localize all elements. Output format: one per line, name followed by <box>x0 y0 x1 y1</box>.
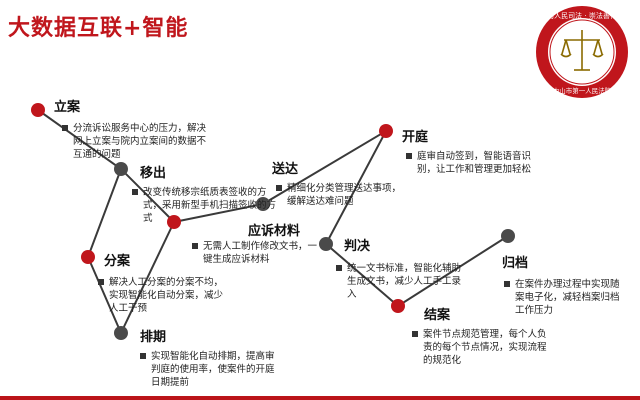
step-label-guidang: 归档 <box>502 256 529 271</box>
node-paiqi <box>114 326 128 340</box>
court-logo: 为人民司法 · 崇法善行 中山市第一人民法院 <box>536 6 628 98</box>
node-kaiting <box>379 124 393 138</box>
step-label-lian: 立案 <box>54 100 81 115</box>
page-title: 大数据互联+智能 <box>8 16 189 41</box>
footer-bar <box>0 396 640 400</box>
node-yichu <box>114 162 128 176</box>
node-yingsu <box>167 215 181 229</box>
node-panjue <box>319 237 333 251</box>
logo-top-text: 为人民司法 · 崇法善行 <box>547 11 617 20</box>
step-label-paiqi: 排期 <box>140 330 167 345</box>
step-desc-paiqi: 实现智能化自动排期，提高审判庭的使用率，使案件的开庭日期提前 <box>140 350 276 389</box>
step-label-kaiting: 开庭 <box>402 130 429 145</box>
step-desc-lian: 分流诉讼服务中心的压力，解决网上立案与院内立案间的数据不互通的问题 <box>62 122 206 161</box>
step-desc-yingsu: 无需人工制作修改文书，一键生成应诉材料 <box>192 240 318 266</box>
step-desc-jiean: 案件节点规范管理，每个人负责的每个节点情况，实现流程的规范化 <box>412 328 548 367</box>
step-label-panjue: 判决 <box>344 239 371 254</box>
step-desc-songda: 精细化分类管理送达事项，缓解送达难问题 <box>276 182 402 208</box>
node-jiean <box>391 299 405 313</box>
step-desc-panjue: 统一文书标准，智能化辅助生成文书，减少人工手工录入 <box>336 262 468 301</box>
step-label-yichu: 移出 <box>140 166 167 181</box>
scales-icon <box>560 30 604 71</box>
step-desc-fenan: 解决人工分案的分案不均，实现智能化自动分案，减少人工干预 <box>98 276 232 315</box>
node-fenan <box>81 250 95 264</box>
step-desc-guidang: 在案件办理过程中实现随案电子化，减轻档案归档工作压力 <box>504 278 628 317</box>
node-lian <box>31 103 45 117</box>
step-label-fenan: 分案 <box>104 254 131 269</box>
step-label-jiean: 结案 <box>424 308 451 323</box>
node-guidang <box>501 229 515 243</box>
step-desc-kaiting: 庭审自动签到，智能语音识别，让工作和管理更加轻松 <box>406 150 532 176</box>
node-songda <box>256 197 270 211</box>
step-desc-yichu: 改变传统移宗纸质表签收的方式，采用新型手机扫描签收的方式 <box>132 186 282 225</box>
logo-bottom-text: 中山市第一人民法院 <box>553 86 612 95</box>
step-label-yingsu: 应诉材料 <box>248 224 301 239</box>
step-label-songda: 送达 <box>272 162 299 177</box>
